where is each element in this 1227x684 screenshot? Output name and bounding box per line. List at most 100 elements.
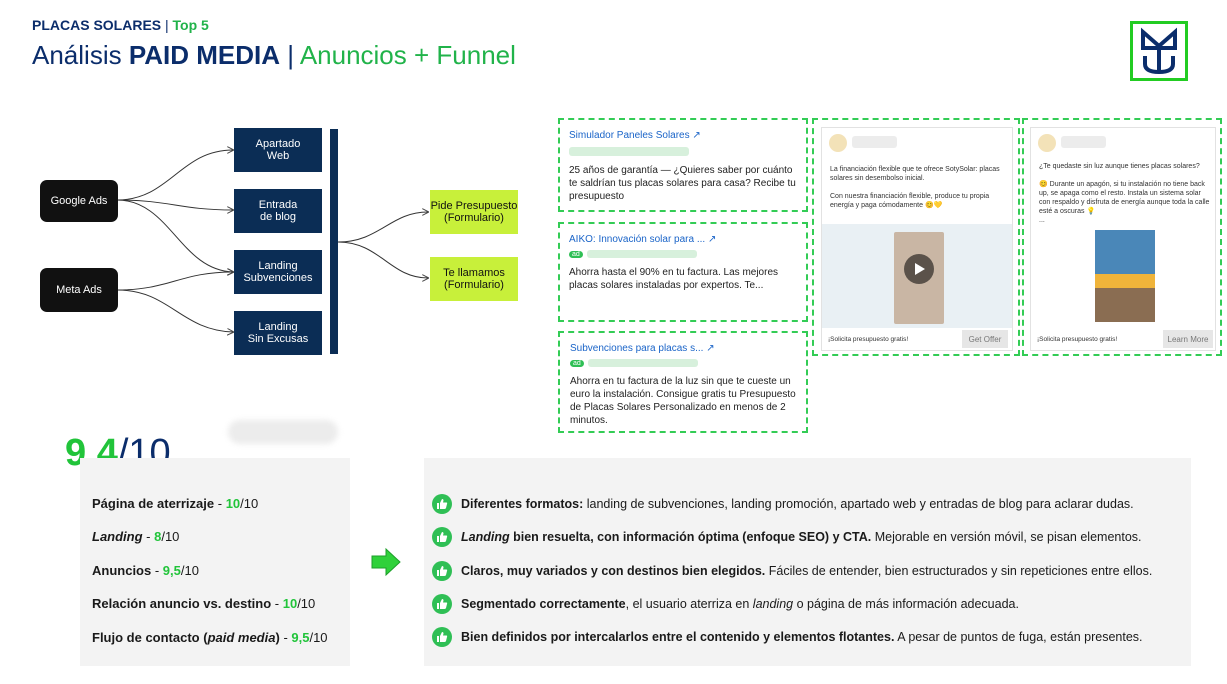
note-rest: Fáciles de entender, bien estructurados … (765, 564, 1153, 578)
ad-creative-image[interactable] (1095, 230, 1155, 322)
kicker-rank: Top 5 (172, 17, 209, 33)
metric-row: Flujo de contacto (paid media) - 9,5/10 (92, 630, 328, 645)
thumbs-up-icon (432, 494, 452, 514)
avatar (829, 134, 847, 152)
metric-separator: - (151, 563, 163, 578)
metrics-panel: Página de aterrizaje - 10/10 Landing - 8… (80, 458, 350, 666)
external-link-icon: ↗ (692, 130, 701, 141)
note-italic: landing (752, 597, 794, 611)
search-ad-card: AIKO: Innovación solar para ... ↗ ad Aho… (558, 222, 808, 322)
note-bold-italic: Landing (461, 530, 510, 544)
mt-logo-icon (1130, 21, 1188, 81)
outcome-pide-presupuesto: Pide Presupuesto (Formulario) (430, 190, 518, 234)
metric-label: Anuncios (92, 563, 152, 578)
destination-landing-subvenciones: Landing Subvenciones (234, 250, 322, 294)
metric-total: /10 (161, 529, 180, 544)
thumbs-up-icon (432, 594, 452, 614)
kicker-brand: PLACAS SOLARES (32, 17, 162, 33)
blurred-url (569, 147, 689, 156)
metric-score: 9,5 (162, 563, 181, 578)
ad-meta: ad (569, 250, 697, 258)
avatar (1038, 134, 1056, 152)
kicker: PLACAS SOLARES | Top 5 (32, 17, 209, 33)
metric-label: Flujo de contacto (paid media) (92, 630, 280, 645)
social-ad-cta-text: ¡Solicita presupuesto gratis! (1037, 336, 1118, 343)
metric-row: Landing - 8/10 (92, 529, 179, 544)
note-rest: landing de subvenciones, landing promoci… (583, 497, 1134, 511)
metric-label-italic: paid media (207, 630, 276, 645)
social-ad-card: ¿Te quedaste sin luz aunque tienes placa… (1022, 118, 1222, 356)
note-bold: Segmentado correctamente (461, 597, 626, 611)
metric-label: Landing (92, 529, 143, 544)
metric-total: /10 (240, 496, 259, 511)
note-row: Segmentado correctamente, el usuario ate… (432, 594, 1019, 614)
thumbs-up-icon (432, 627, 452, 647)
thumbs-up-icon (432, 527, 452, 547)
metric-score: 8 (154, 529, 162, 544)
creative-house (1095, 288, 1155, 322)
ad-title[interactable]: AIKO: Innovación solar para ... ↗ (569, 234, 716, 245)
note-text: Segmentado correctamente, el usuario ate… (461, 597, 1019, 611)
kicker-separator: | (165, 17, 169, 33)
source-label: Meta Ads (56, 284, 102, 296)
ad-title-text: Subvenciones para placas s... (570, 343, 704, 354)
title-part-c: Anuncios + Funnel (299, 40, 516, 70)
destinations-bar (330, 129, 338, 354)
metric-row: Anuncios - 9,5/10 (92, 563, 199, 578)
note-rest: o página de más información adecuada. (793, 597, 1019, 611)
title-part-b: PAID MEDIA (128, 40, 281, 70)
learn-more-button[interactable]: Learn More (1163, 330, 1213, 348)
flow-connectors (116, 0, 560, 380)
destination-entrada-blog: Entrada de blog (234, 189, 322, 233)
source-meta-ads: Meta Ads (40, 268, 118, 312)
metric-label: Página de aterrizaje (92, 496, 215, 511)
note-bold: bien resuelta, con información óptima (e… (509, 530, 872, 544)
note-rest: A pesar de puntos de fuga, están present… (894, 630, 1143, 644)
metric-row: Página de aterrizaje - 10/10 (92, 496, 258, 511)
metric-score: 10 (282, 596, 298, 611)
ad-title[interactable]: Simulador Paneles Solares ↗ (569, 130, 701, 141)
outcome-te-llamamos: Te llamamos (Formulario) (430, 257, 518, 301)
metric-score: 9,5 (291, 630, 310, 645)
source-google-ads: Google Ads (40, 180, 118, 222)
ad-title-text: AIKO: Innovación solar para ... (569, 234, 706, 245)
social-ad-text: La financiación flexible que te ofrece S… (830, 166, 1000, 209)
blurred-url (587, 359, 698, 367)
thumbs-up-icon (432, 561, 452, 581)
note-text: Bien definidos por intercalarlos entre e… (461, 630, 1143, 644)
social-ad-text: ¿Te quedaste sin luz aunque tienes placa… (1039, 163, 1210, 224)
note-bold: Claros, muy variados y con destinos bien… (461, 564, 766, 578)
metric-separator: - (142, 529, 155, 544)
ad-badge: ad (570, 359, 584, 367)
note-row: Landing bien resuelta, con información ó… (432, 527, 1142, 547)
ad-text: Ahorra hasta el 90% en tu factura. Las m… (569, 267, 779, 291)
source-label: Google Ads (50, 195, 108, 207)
creative-sky (1095, 230, 1155, 274)
video-thumbnail[interactable] (822, 224, 1012, 328)
note-text: Diferentes formatos: landing de subvenci… (461, 497, 1134, 511)
destination-apartado-web: Apartado Web (234, 128, 322, 172)
get-offer-button[interactable]: Get Offer (962, 330, 1008, 348)
social-ad-post: La financiación flexible que te ofrece S… (821, 127, 1013, 351)
metric-score: 10 (225, 496, 241, 511)
page-title: Análisis PAID MEDIA | Anuncios + Funnel (32, 40, 516, 71)
ad-title[interactable]: Subvenciones para placas s... ↗ (570, 343, 715, 354)
note-rest: Mejorable en versión móvil, se pisan ele… (871, 530, 1142, 544)
note-row: Claros, muy variados y con destinos bien… (432, 561, 1152, 581)
ad-title-text: Simulador Paneles Solares (569, 130, 690, 141)
search-ad-card: Simulador Paneles Solares ↗ 25 años de g… (558, 118, 808, 212)
metric-separator: - (214, 496, 226, 511)
metric-total: /10 (309, 630, 328, 645)
social-ad-cta-text: ¡Solicita presupuesto gratis! (828, 336, 909, 343)
note-text: Landing bien resuelta, con información ó… (461, 530, 1142, 544)
ad-meta: ad (570, 359, 698, 367)
note-text: Claros, muy variados y con destinos bien… (461, 564, 1152, 578)
social-ad-post: ¿Te quedaste sin luz aunque tienes placa… (1030, 127, 1216, 351)
blurred-brand-logo (228, 420, 338, 444)
ad-text: Ahorra en tu factura de la luz sin que t… (570, 376, 796, 426)
metric-separator: - (279, 630, 292, 645)
blurred-url (586, 250, 697, 258)
play-icon[interactable] (904, 254, 934, 284)
note-bold: Diferentes formatos: (461, 497, 584, 511)
external-link-icon: ↗ (707, 234, 717, 245)
